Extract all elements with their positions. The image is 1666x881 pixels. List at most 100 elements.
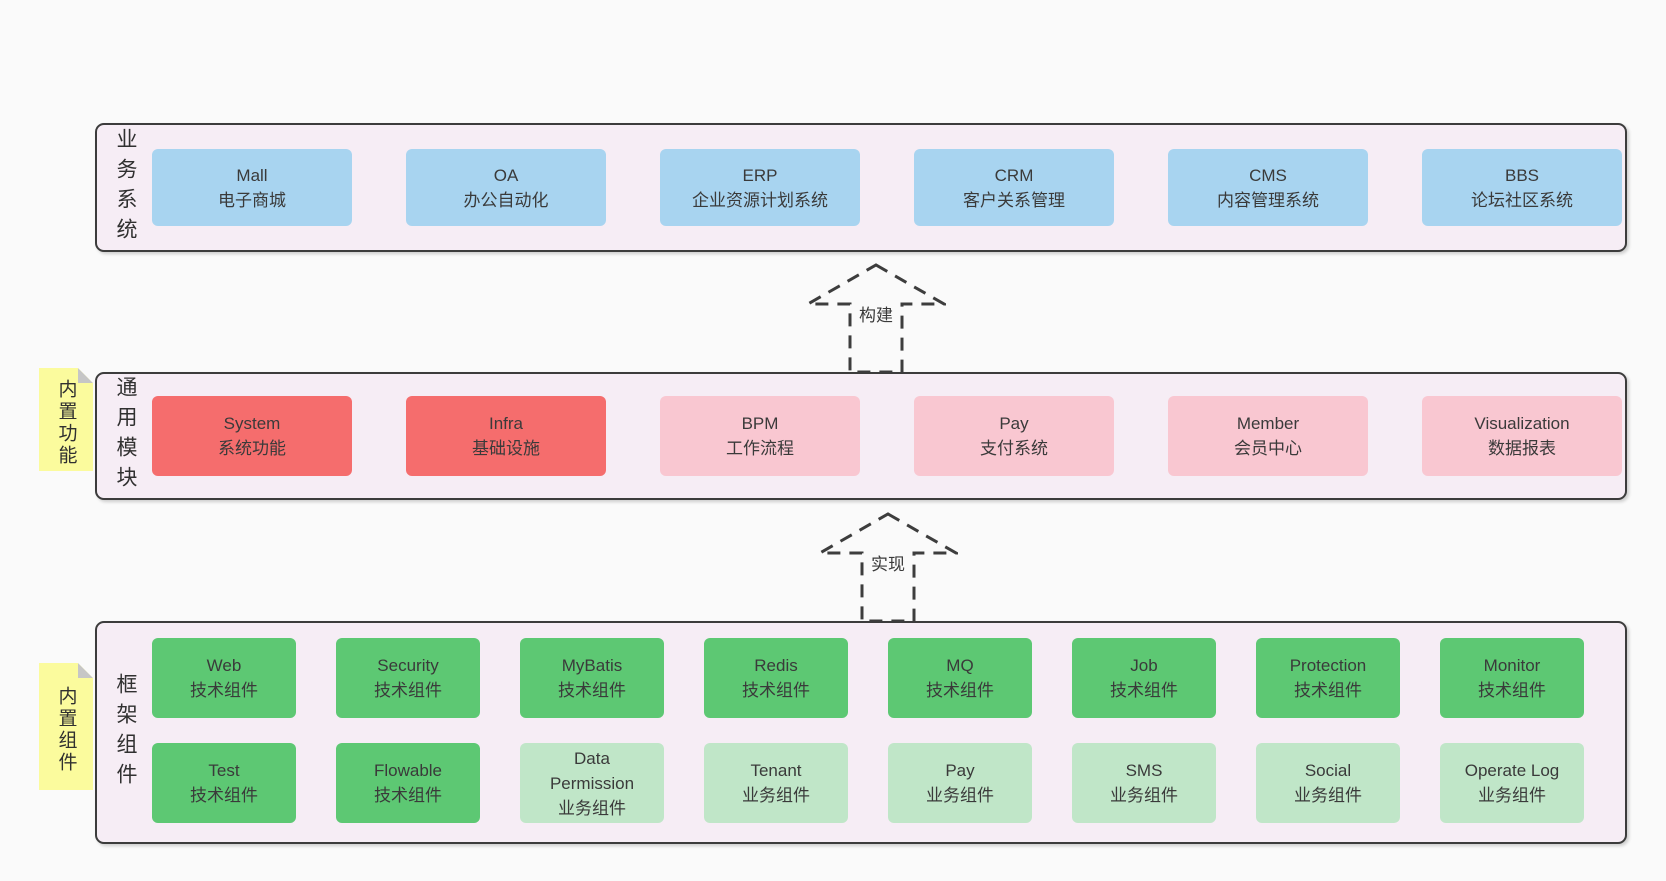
box-name: Operate Log (1464, 761, 1560, 780)
box-subtitle: 业务组件 (926, 786, 994, 805)
box-subtitle: 业务组件 (1294, 786, 1362, 805)
box-name: Visualization (1474, 414, 1570, 433)
comp-box-operate-log: Operate Log 业务组件 (1440, 743, 1584, 823)
comp-box-data-permission: Data Permission 业务组件 (520, 743, 664, 823)
box-subtitle: 论坛社区系统 (1471, 190, 1573, 210)
box-subtitle: 业务组件 (742, 786, 810, 805)
box-subtitle: 技术组件 (558, 681, 626, 700)
box-name: ERP (742, 165, 778, 185)
box-name: Pay (999, 414, 1029, 433)
box-name: Protection (1289, 656, 1367, 675)
box-subtitle: 会员中心 (1234, 439, 1302, 458)
arrow-build: 构建 (806, 263, 946, 372)
box-name: Redis (754, 656, 798, 675)
comp-box-monitor: Monitor 技术组件 (1440, 638, 1584, 718)
comp-box-sms: SMS 业务组件 (1072, 743, 1216, 823)
biz-box-crm: CRM 客户关系管理 (914, 149, 1114, 226)
folded-corner-icon (78, 663, 93, 678)
module-box-infra: Infra 基础设施 (406, 396, 606, 476)
box-subtitle: 系统功能 (218, 439, 286, 458)
biz-box-mall: Mall 电子商城 (152, 149, 352, 226)
layer-label-components: 框架组件 (114, 672, 137, 793)
box-subtitle: 企业资源计划系统 (692, 190, 828, 210)
box-name: Security (377, 656, 439, 675)
box-name: Pay (945, 761, 975, 780)
box-name: SMS (1125, 761, 1163, 780)
arrow-implement-label: 实现 (867, 549, 909, 576)
comp-box-security: Security 技术组件 (336, 638, 480, 718)
box-subtitle: 业务组件 (1478, 786, 1546, 805)
biz-box-cms: CMS 内容管理系统 (1168, 149, 1368, 226)
box-subtitle: 业务组件 (1110, 786, 1178, 805)
comp-box-test: Test 技术组件 (152, 743, 296, 823)
sticky-note-builtin-components: 内置组件 (39, 663, 93, 790)
box-name: Data Permission (549, 748, 635, 793)
box-name: Tenant (750, 761, 802, 780)
framework-components-layer: 框架组件 Web 技术组件 Security 技术组件 MyBatis 技术组件… (95, 621, 1627, 844)
comp-box-protection: Protection 技术组件 (1256, 638, 1400, 718)
box-subtitle: 技术组件 (926, 681, 994, 700)
box-name: Social (1304, 761, 1352, 780)
module-box-system: System 系统功能 (152, 396, 352, 476)
box-subtitle: 技术组件 (374, 681, 442, 700)
module-box-visualization: Visualization 数据报表 (1422, 396, 1622, 476)
box-subtitle: 技术组件 (1110, 681, 1178, 700)
box-name: Mall (236, 165, 268, 185)
comp-box-social: Social 业务组件 (1256, 743, 1400, 823)
box-name: Flowable (373, 761, 443, 780)
components-box-row-1: Web 技术组件 Security 技术组件 MyBatis 技术组件 Redi… (152, 638, 1584, 718)
box-name: CRM (994, 165, 1034, 185)
comp-box-pay: Pay 业务组件 (888, 743, 1032, 823)
box-subtitle: 客户关系管理 (963, 190, 1065, 210)
box-name: Web (206, 656, 242, 675)
box-name: CMS (1249, 165, 1287, 185)
box-subtitle: 办公自动化 (463, 190, 549, 210)
comp-box-redis: Redis 技术组件 (704, 638, 848, 718)
box-name: OA (493, 165, 519, 185)
comp-box-flowable: Flowable 技术组件 (336, 743, 480, 823)
arrow-implement: 实现 (818, 512, 958, 621)
comp-box-mq: MQ 技术组件 (888, 638, 1032, 718)
box-subtitle: 技术组件 (1478, 681, 1546, 700)
biz-box-bbs: BBS 论坛社区系统 (1422, 149, 1622, 226)
box-name: System (223, 414, 281, 433)
module-box-bpm: BPM 工作流程 (660, 396, 860, 476)
layer-label-modules: 通用模块 (114, 376, 137, 496)
sticky-note-text: 内置组件 (55, 685, 77, 774)
box-name: Infra (488, 414, 524, 433)
box-subtitle: 技术组件 (374, 786, 442, 805)
box-name: Member (1236, 414, 1300, 433)
box-subtitle: 技术组件 (190, 681, 258, 700)
box-name: Job (1130, 656, 1158, 675)
biz-box-erp: ERP 企业资源计划系统 (660, 149, 860, 226)
sticky-note-text: 内置功能 (55, 378, 77, 467)
business-box-row: Mall 电子商城 OA 办公自动化 ERP 企业资源计划系统 CRM 客户关系… (152, 149, 1622, 226)
box-subtitle: 电子商城 (218, 190, 286, 210)
box-subtitle: 数据报表 (1488, 439, 1556, 458)
biz-box-oa: OA 办公自动化 (406, 149, 606, 226)
box-name: BBS (1504, 165, 1540, 185)
box-subtitle: 内容管理系统 (1217, 190, 1319, 210)
box-subtitle: 业务组件 (558, 798, 626, 818)
box-subtitle: 基础设施 (472, 439, 540, 458)
box-subtitle: 技术组件 (190, 786, 258, 805)
box-name: Test (208, 761, 240, 780)
comp-box-mybatis: MyBatis 技术组件 (520, 638, 664, 718)
box-name: MQ (946, 656, 974, 675)
module-box-pay: Pay 支付系统 (914, 396, 1114, 476)
modules-box-row: System 系统功能 Infra 基础设施 BPM 工作流程 Pay 支付系统… (152, 396, 1622, 476)
common-modules-layer: 通用模块 System 系统功能 Infra 基础设施 BPM 工作流程 Pay… (95, 372, 1627, 500)
comp-box-tenant: Tenant 业务组件 (704, 743, 848, 823)
module-box-member: Member 会员中心 (1168, 396, 1368, 476)
box-name: BPM (741, 414, 779, 433)
business-systems-layer: 业务系统 Mall 电子商城 OA 办公自动化 ERP 企业资源计划系统 CRM… (95, 123, 1627, 252)
comp-box-job: Job 技术组件 (1072, 638, 1216, 718)
box-subtitle: 工作流程 (726, 439, 794, 458)
box-subtitle: 技术组件 (742, 681, 810, 700)
box-subtitle: 技术组件 (1294, 681, 1362, 700)
components-box-row-2: Test 技术组件 Flowable 技术组件 Data Permission … (152, 743, 1584, 823)
layer-label-business: 业务系统 (114, 127, 137, 248)
arrow-build-label: 构建 (855, 300, 897, 327)
comp-box-web: Web 技术组件 (152, 638, 296, 718)
box-subtitle: 支付系统 (980, 439, 1048, 458)
